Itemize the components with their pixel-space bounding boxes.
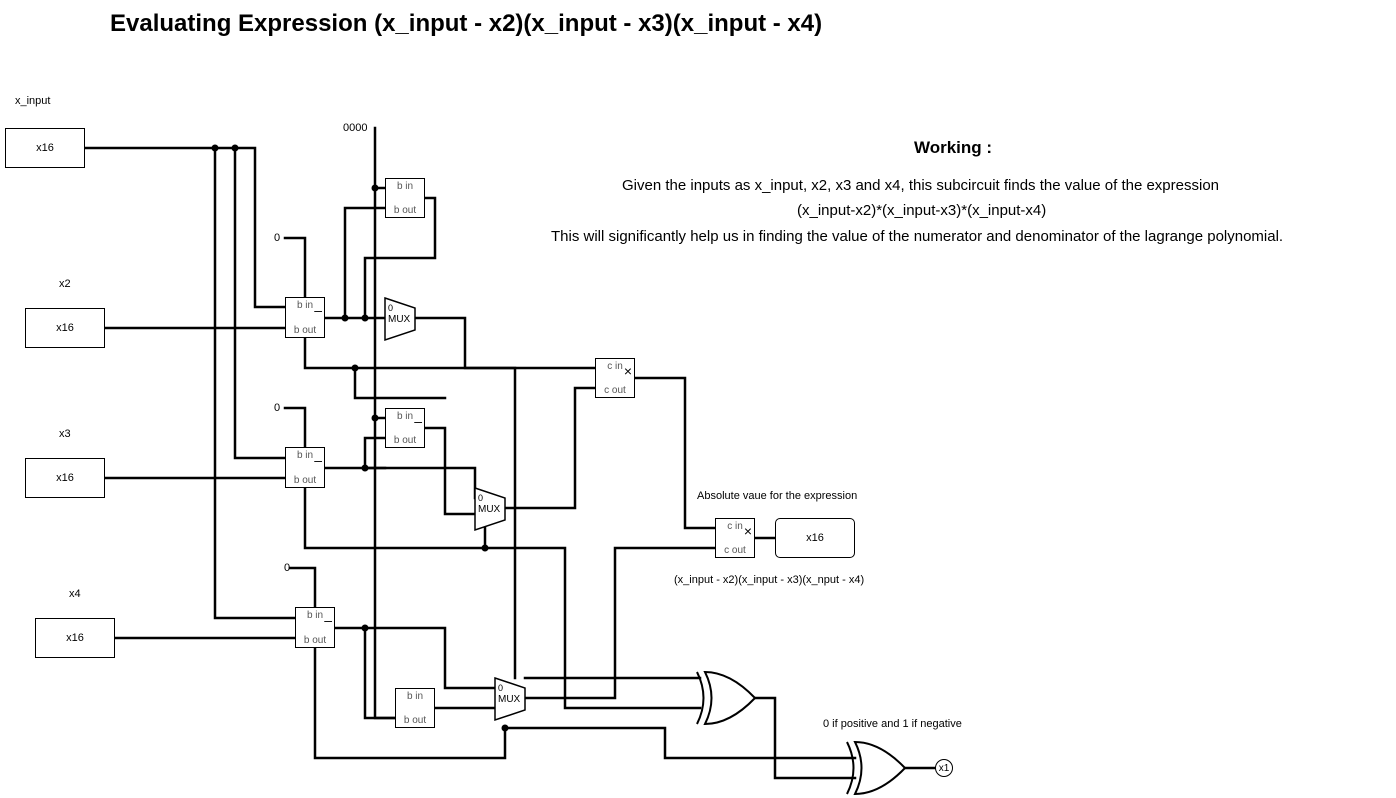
subtractor-x3[interactable]: b in – b out [285, 447, 325, 488]
multiplier-1[interactable]: c in × c out [595, 358, 635, 398]
subtractor-negate-1[interactable]: b in b out [385, 178, 425, 218]
subtractor-out-label: b out [303, 635, 327, 646]
multiplier-in-label: c in [607, 361, 623, 372]
minus-icon: – [314, 452, 322, 468]
sign-label: 0 if positive and 1 if negative [823, 718, 962, 730]
output-label: Absolute vaue for the expression [697, 490, 858, 502]
working-line-1: Given the inputs as x_input, x2, x3 and … [622, 177, 1220, 194]
minus-icon: – [314, 302, 322, 318]
mux-1-sel: 0 [388, 303, 394, 313]
working-line-2: (x_input-x2)*(x_input-x3)*(x_input-x4) [797, 202, 1047, 219]
subtractor-in-label: b in [306, 610, 324, 621]
mux-1-label[interactable]: MUX [388, 314, 411, 325]
subtractor-negate-2[interactable]: b in – b out [385, 408, 425, 448]
multiplier-in-label: c in [727, 521, 743, 532]
subtractor-in-label: b in [296, 300, 314, 311]
subtractor-in-label: b in [296, 450, 314, 461]
mux-3 [494, 676, 526, 722]
mux-3-label[interactable]: MUX [498, 694, 521, 705]
subtractor-out-label: b out [293, 325, 317, 336]
subtractor-x2[interactable]: b in – b out [285, 297, 325, 338]
x2-label: x2 [59, 278, 71, 290]
minus-icon: – [414, 413, 422, 429]
mux-2-sel: 0 [478, 493, 484, 503]
multiplier-out-label: c out [604, 385, 626, 396]
sign-output-pin[interactable]: x1 [935, 759, 953, 777]
working-heading: Working : [913, 138, 993, 157]
mux-2 [474, 486, 506, 532]
subtractor-in-label: b in [396, 181, 414, 192]
x4-pin[interactable]: x16 [35, 618, 115, 658]
x4-label: x4 [69, 588, 81, 600]
x3-pin[interactable]: x16 [25, 458, 105, 498]
constant-zero-3: 0 [284, 562, 291, 574]
minus-icon: – [324, 612, 332, 628]
x-input-pin[interactable]: x16 [5, 128, 85, 168]
subtractor-out-label: b out [393, 205, 417, 216]
output-pin[interactable]: x16 [775, 518, 855, 558]
multiply-icon: × [623, 363, 632, 379]
x3-label: x3 [59, 428, 71, 440]
mux-2-label[interactable]: MUX [478, 504, 501, 515]
multiply-icon: × [743, 523, 752, 539]
mux-1 [384, 296, 416, 342]
output-caption: (x_input - x2)(x_input - x3)(x_nput - x4… [674, 574, 865, 586]
constant-zero-2: 0 [274, 402, 281, 414]
subtractor-in-label: b in [406, 691, 424, 702]
page-title: Evaluating Expression (x_input - x2)(x_i… [110, 10, 823, 37]
multiplier-2[interactable]: c in × c out [715, 518, 755, 558]
subtractor-out-label: b out [293, 475, 317, 486]
x-input-label: x_input [15, 95, 51, 107]
constant-0000: 0000 [343, 122, 368, 134]
subtractor-negate-3[interactable]: b in b out [395, 688, 435, 728]
mux-3-sel: 0 [498, 683, 504, 693]
subtractor-in-label: b in [396, 411, 414, 422]
subtractor-out-label: b out [393, 435, 417, 446]
subtractor-x4[interactable]: b in – b out [295, 607, 335, 648]
xor-gate-1 [703, 670, 757, 726]
working-line-3: This will significantly help us in findi… [551, 228, 1284, 245]
subtractor-out-label: b out [403, 715, 427, 726]
x2-pin[interactable]: x16 [25, 308, 105, 348]
multiplier-out-label: c out [724, 545, 746, 556]
constant-zero-1: 0 [274, 232, 281, 244]
xor-gate-2 [853, 740, 907, 796]
